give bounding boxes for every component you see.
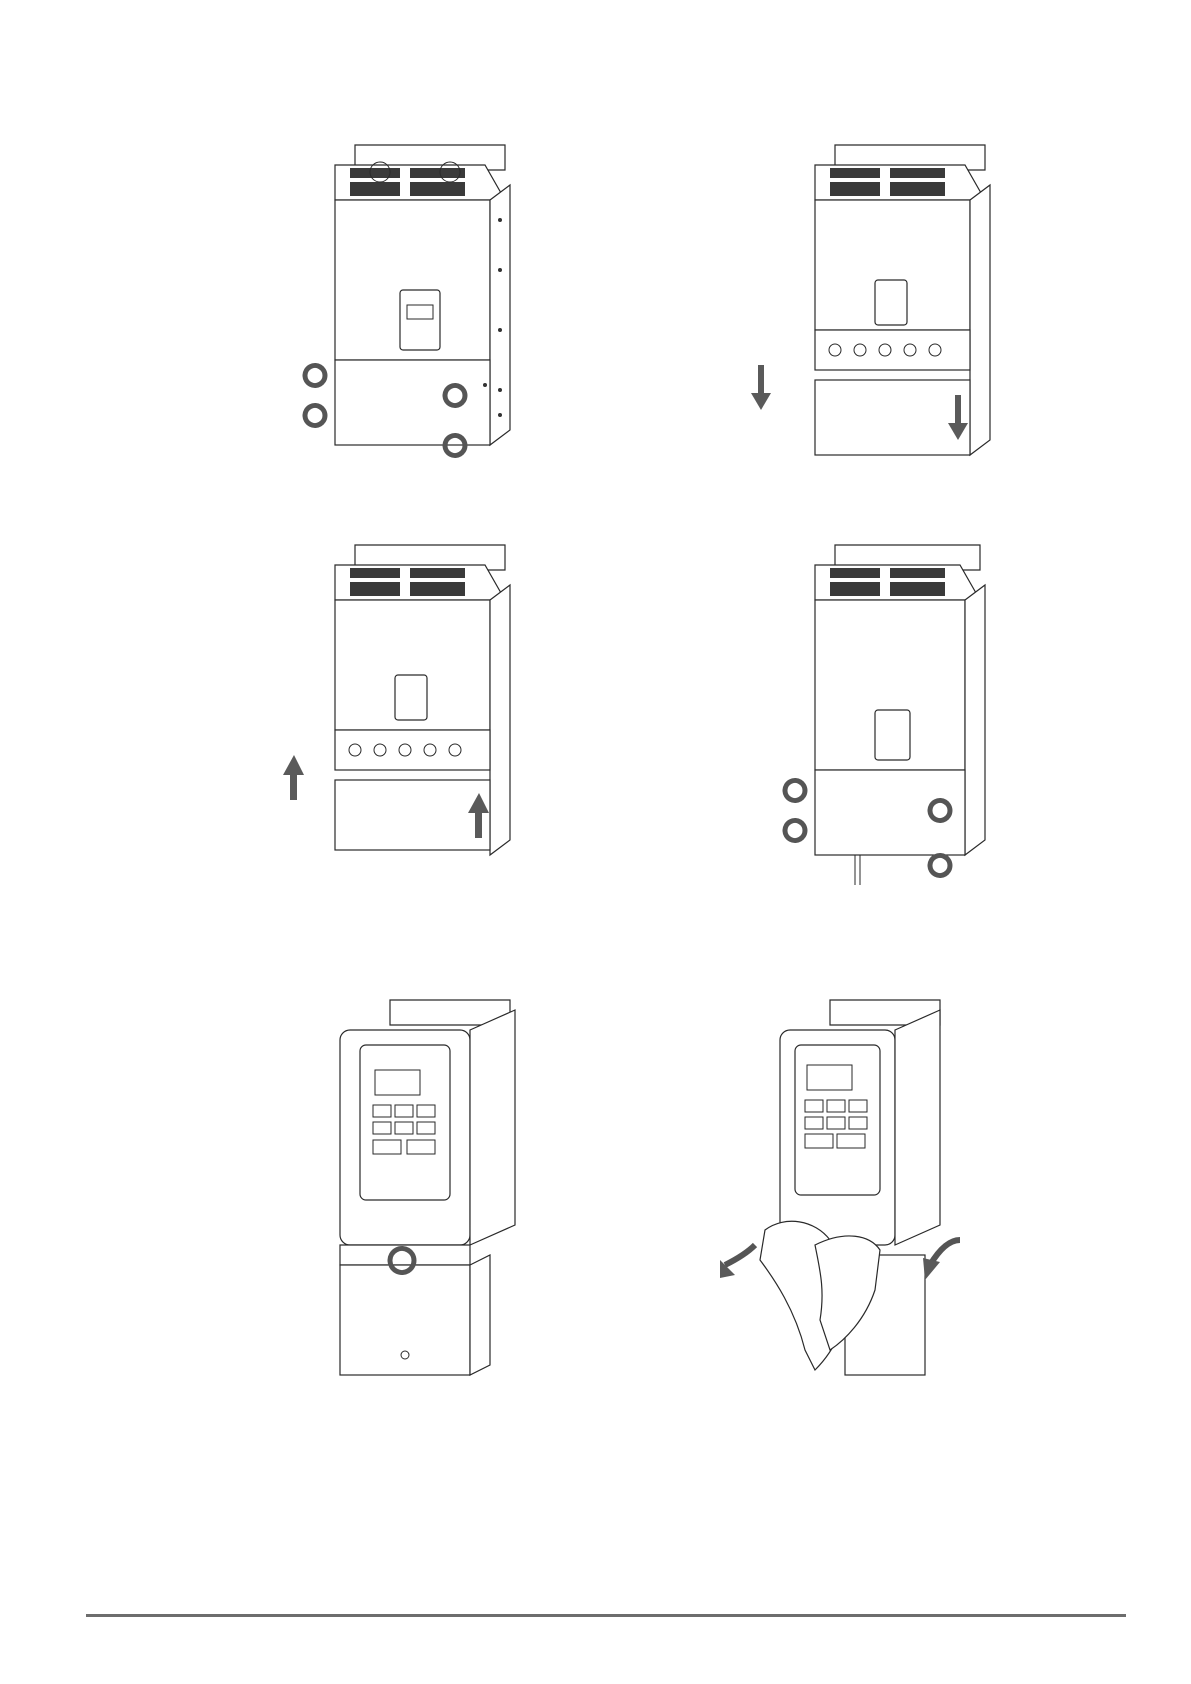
- figure-unscrew-cover: [295, 140, 555, 490]
- large-drive-illustration: [295, 140, 555, 490]
- figure-remove-cover: [775, 140, 1035, 490]
- large-drive-illustration: [295, 540, 555, 890]
- figure-compact-pull: [775, 990, 995, 1420]
- figure-reattach-cover: [295, 540, 555, 890]
- figure-compact-screw: [335, 990, 535, 1410]
- compact-drive-illustration: [775, 990, 995, 1420]
- figure-screw-cover: [760, 540, 1020, 900]
- footer-divider: [86, 1614, 1126, 1617]
- large-drive-illustration: [775, 140, 1035, 490]
- compact-drive-illustration: [335, 990, 535, 1410]
- large-drive-illustration: [760, 540, 1020, 900]
